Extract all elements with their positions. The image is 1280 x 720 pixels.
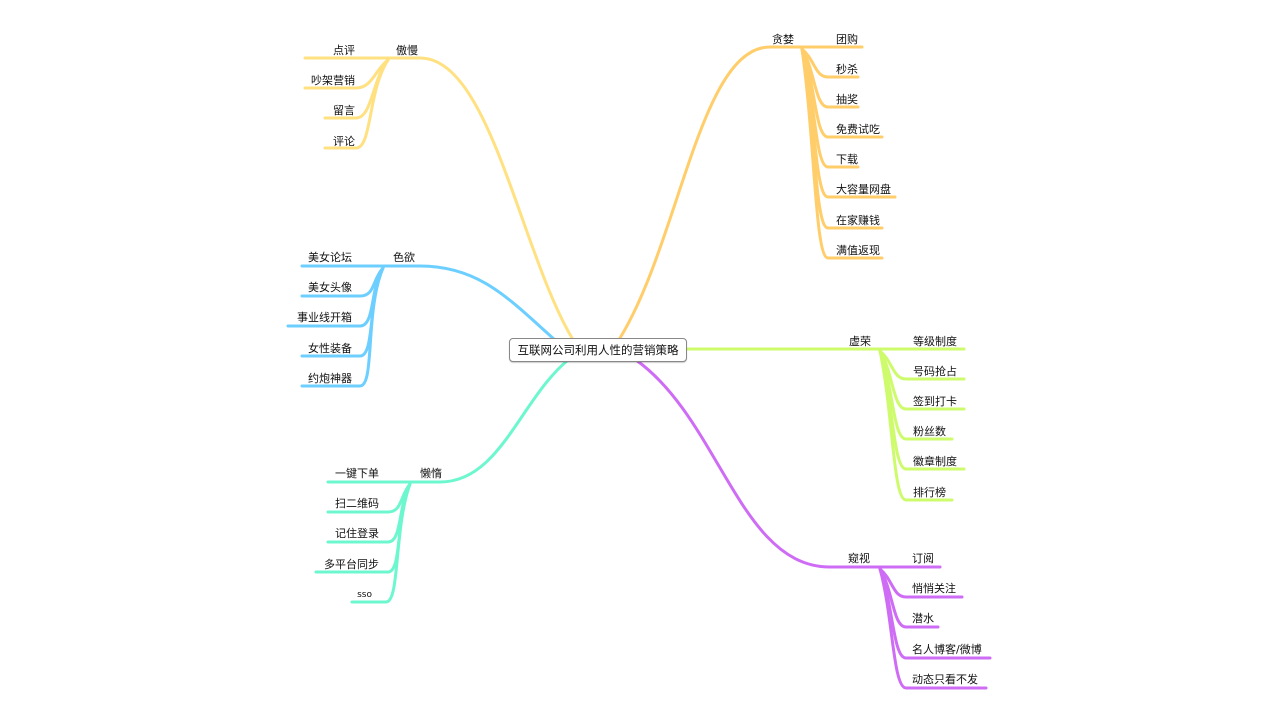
node-greed-3[interactable]: 免费试吃 bbox=[836, 123, 880, 136]
node-pride-0[interactable]: 点评 bbox=[333, 44, 355, 57]
central-topic[interactable]: 互联网公司利用人性的营销策略 bbox=[509, 338, 687, 362]
branch-pride[interactable]: 傲慢 bbox=[396, 44, 418, 57]
branch-vanity[interactable]: 虚荣 bbox=[849, 335, 871, 348]
branch-greed-lines bbox=[618, 45, 897, 340]
node-pride-3[interactable]: 评论 bbox=[333, 135, 355, 148]
branch-sloth[interactable]: 懒惰 bbox=[420, 467, 442, 480]
node-sloth-4[interactable]: sso bbox=[357, 590, 372, 600]
node-greed-0[interactable]: 团购 bbox=[836, 33, 858, 46]
branch-lust[interactable]: 色欲 bbox=[393, 251, 415, 264]
node-voyeur-0[interactable]: 订阅 bbox=[912, 552, 934, 565]
branch-voyeur[interactable]: 窥视 bbox=[848, 552, 870, 565]
node-voyeur-3[interactable]: 名人博客/微博 bbox=[912, 643, 982, 656]
node-voyeur-1[interactable]: 悄悄关注 bbox=[912, 582, 956, 595]
node-vanity-0[interactable]: 等级制度 bbox=[913, 335, 957, 348]
branch-vanity-lines bbox=[684, 347, 966, 502]
node-greed-6[interactable]: 在家赚钱 bbox=[836, 214, 880, 227]
node-lust-1[interactable]: 美女头像 bbox=[308, 281, 352, 294]
node-vanity-1[interactable]: 号码抢占 bbox=[913, 365, 957, 378]
node-greed-1[interactable]: 秒杀 bbox=[836, 63, 858, 76]
node-lust-0[interactable]: 美女论坛 bbox=[308, 251, 352, 264]
branch-greed[interactable]: 贪婪 bbox=[772, 33, 794, 46]
node-lust-3[interactable]: 女性装备 bbox=[308, 342, 352, 355]
node-pride-1[interactable]: 吵架营销 bbox=[311, 74, 355, 87]
branch-sloth-lines bbox=[314, 358, 570, 604]
node-greed-5[interactable]: 大容量网盘 bbox=[836, 183, 891, 196]
node-sloth-1[interactable]: 扫二维码 bbox=[335, 497, 379, 510]
branch-voyeur-lines bbox=[634, 358, 992, 690]
node-greed-2[interactable]: 抽奖 bbox=[836, 93, 858, 106]
node-greed-7[interactable]: 满值返现 bbox=[836, 244, 880, 257]
node-greed-4[interactable]: 下载 bbox=[836, 153, 858, 166]
branch-pride-lines bbox=[303, 56, 574, 340]
node-sloth-2[interactable]: 记住登录 bbox=[335, 527, 379, 540]
node-voyeur-2[interactable]: 潜水 bbox=[912, 612, 934, 625]
node-sloth-3[interactable]: 多平台同步 bbox=[324, 558, 379, 571]
node-lust-4[interactable]: 约炮神器 bbox=[308, 372, 352, 385]
node-lust-2[interactable]: 事业线开箱 bbox=[297, 311, 352, 324]
branch-lust-lines bbox=[286, 264, 557, 388]
node-vanity-3[interactable]: 粉丝数 bbox=[913, 425, 946, 438]
node-sloth-0[interactable]: 一键下单 bbox=[335, 467, 379, 480]
node-pride-2[interactable]: 留言 bbox=[333, 104, 355, 117]
node-vanity-2[interactable]: 签到打卡 bbox=[913, 395, 957, 408]
node-voyeur-4[interactable]: 动态只看不发 bbox=[912, 673, 978, 686]
node-vanity-5[interactable]: 排行榜 bbox=[913, 486, 946, 499]
node-vanity-4[interactable]: 徽章制度 bbox=[913, 455, 957, 468]
